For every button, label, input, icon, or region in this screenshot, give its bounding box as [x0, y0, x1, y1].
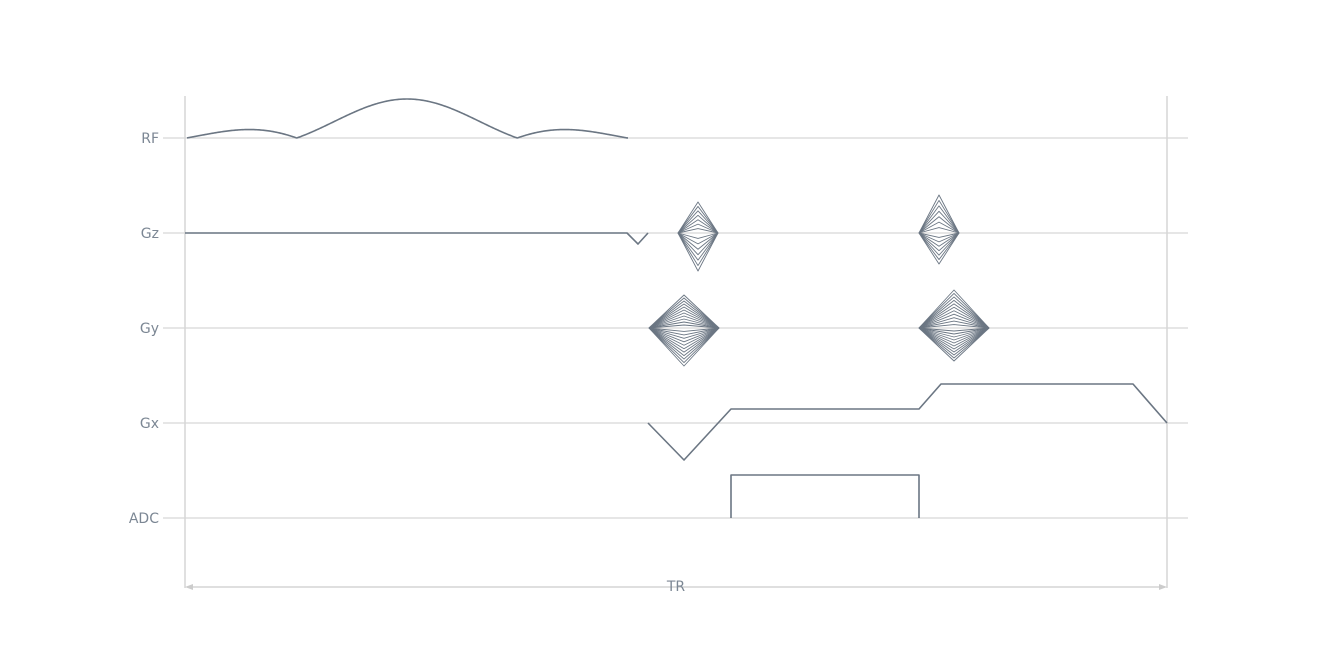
rf-label: RF — [141, 131, 159, 147]
gz-slice-select-gradient — [185, 232, 649, 245]
phase-encode-step — [918, 289, 990, 362]
gz-phase-encode-table-2 — [918, 194, 960, 265]
gz-label: Gz — [141, 226, 159, 242]
gy-phase-encode-table-1 — [648, 294, 720, 367]
gz-phase-encode-table-1 — [677, 201, 719, 272]
gy-label: Gy — [140, 321, 159, 337]
adc-acquisition-window — [730, 474, 920, 518]
rf-sinc-pulse — [186, 98, 628, 139]
phase-encode-step — [677, 201, 719, 272]
gy-phase-encode-table-2 — [918, 289, 990, 362]
gx-readout-gradient — [647, 383, 1168, 461]
phase-encode-step — [677, 210, 719, 261]
adc-label: ADC — [129, 511, 159, 527]
tr-arrow-right-head — [1159, 584, 1167, 590]
phase-encode-step — [918, 194, 960, 265]
phase-encode-step — [918, 205, 960, 256]
gx-label: Gx — [140, 416, 159, 432]
phase-encode-step — [648, 294, 720, 367]
tr-arrow-left-head — [185, 584, 193, 590]
tr-label: TR — [666, 579, 686, 595]
